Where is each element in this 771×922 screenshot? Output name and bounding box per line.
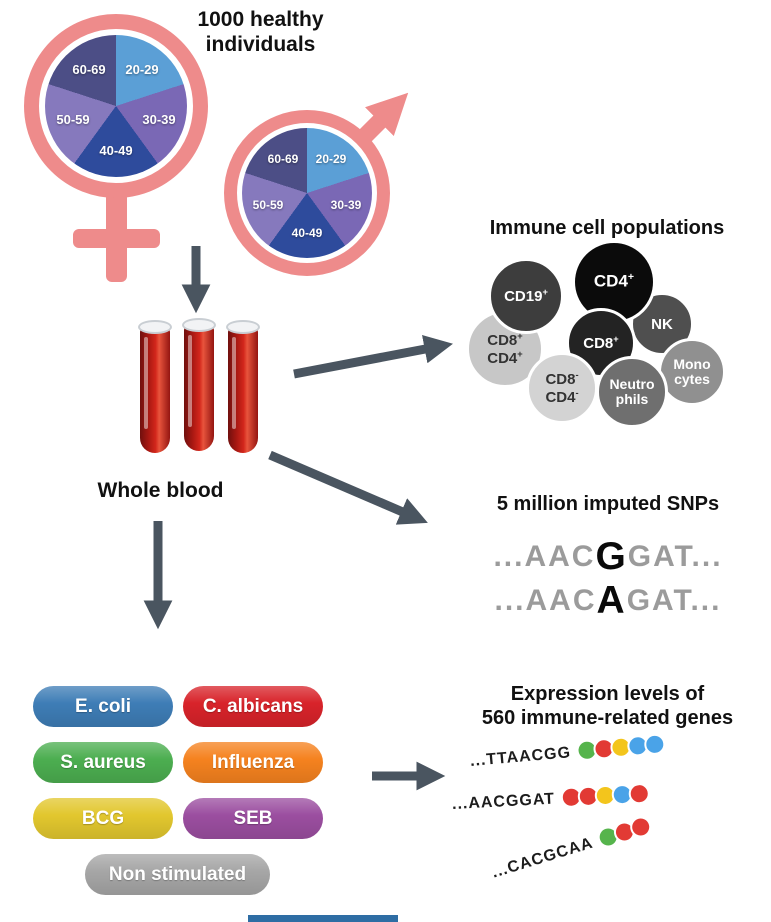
- expression-title-line1: Expression levels of: [510, 683, 705, 705]
- blood-tube: [226, 320, 260, 456]
- male-age-pie: 20-29 30-39 40-49 50-59 60-69: [242, 128, 372, 258]
- cell-label: CD4: [545, 389, 576, 406]
- study-title-line2: individuals: [205, 32, 316, 56]
- cell-label: Mono: [673, 355, 711, 372]
- snp-seq-prefix: ...AAC: [494, 584, 597, 617]
- expression-title: Expression levels of 560 immune-related …: [440, 682, 771, 730]
- cell-label: CD4: [487, 350, 518, 367]
- cell-monocytes: Mono cytes: [658, 338, 726, 406]
- cell-label: CD19: [504, 287, 543, 305]
- stimulus-e-coli: E. coli: [33, 686, 173, 727]
- gene-sequence: ...TTAACGG: [469, 744, 572, 770]
- male-symbol-ring: 20-29 30-39 40-49 50-59 60-69: [224, 110, 390, 276]
- tube-blood: [184, 325, 214, 451]
- cell-neutrophils: Neutro phils: [596, 356, 668, 428]
- tube-blood: [228, 327, 258, 453]
- tube-rim: [138, 320, 172, 334]
- age-label-40-49: 40-49: [291, 226, 323, 240]
- cell-label: phils: [615, 391, 649, 407]
- stimulus-seb: SEB: [183, 798, 323, 839]
- expression-title-line2: 560 immune-related genes: [481, 707, 734, 729]
- snp-seq-suffix: GAT...: [626, 584, 722, 617]
- stimulus-c-albicans: C. albicans: [183, 686, 323, 727]
- stimulus-bcg: BCG: [33, 798, 173, 839]
- snp-sequence-2: ...AACAGAT...: [448, 581, 768, 620]
- age-label-40-49: 40-49: [99, 143, 133, 158]
- stimulus-non-stimulated: Non stimulated: [85, 854, 270, 895]
- age-label-20-29: 20-29: [125, 62, 159, 77]
- age-label-30-39: 30-39: [330, 198, 362, 212]
- expression-row-2: ...AACGGAT: [451, 782, 651, 814]
- immune-cells-title: Immune cell populations: [489, 217, 725, 239]
- cell-label: cytes: [674, 371, 710, 387]
- age-label-60-69: 60-69: [267, 152, 299, 166]
- snp-variant-allele: G: [595, 535, 628, 578]
- cell-label: CD8: [545, 370, 576, 388]
- snp-variant-allele: A: [596, 579, 627, 622]
- stimulus-s-aureus: S. aureus: [33, 742, 173, 783]
- blood-tube: [138, 320, 172, 456]
- cell-label: Neutro: [609, 375, 655, 392]
- stimulus-influenza: Influenza: [183, 742, 323, 783]
- snps-title: 5 million imputed SNPs: [496, 493, 720, 515]
- age-label-30-39: 30-39: [142, 112, 176, 127]
- age-label-60-69: 60-69: [72, 62, 106, 77]
- expression-dot: [628, 782, 651, 805]
- whole-blood-label: Whole blood: [97, 479, 224, 502]
- cell-cd19: CD19+: [488, 258, 564, 334]
- tube-rim: [226, 320, 260, 334]
- study-title-line1: 1000 healthy: [197, 8, 324, 31]
- snp-seq-suffix: GAT...: [627, 540, 723, 573]
- age-label-50-59: 50-59: [252, 198, 284, 212]
- tube-blood: [140, 327, 170, 453]
- expression-row-1: ...TTAACGG: [469, 732, 667, 771]
- gene-sequence: ...CACGCAA: [489, 834, 596, 882]
- cell-label: CD8: [583, 334, 614, 352]
- cell-label: CD8: [487, 331, 518, 349]
- gene-sequence: ...AACGGAT: [451, 790, 556, 813]
- female-symbol-ring: 20-29 30-39 40-49 50-59 60-69: [24, 14, 208, 198]
- arrow-blood-to-cells: [293, 335, 453, 379]
- female-age-pie: 20-29 30-39 40-49 50-59 60-69: [45, 35, 187, 177]
- cell-cd8neg-cd4neg: CD8- CD4-: [526, 352, 598, 424]
- arrow-blood-to-snps: [268, 450, 428, 525]
- cell-label: CD4: [593, 272, 628, 292]
- blood-tube: [182, 318, 216, 454]
- age-label-50-59: 50-59: [56, 112, 90, 127]
- snp-sequence-1: ...AACGGAT...: [448, 537, 768, 576]
- tube-rim: [182, 318, 216, 332]
- female-symbol-crossbar: [73, 229, 160, 248]
- expression-dot: [643, 732, 667, 756]
- cropped-banner: [248, 915, 398, 922]
- study-title: 1000 healthy individuals: [163, 8, 358, 58]
- expression-row-3: ...CACGCAA: [489, 813, 654, 883]
- cell-label: NK: [651, 315, 673, 333]
- age-label-20-29: 20-29: [315, 152, 347, 166]
- snp-seq-prefix: ...AAC: [493, 540, 596, 573]
